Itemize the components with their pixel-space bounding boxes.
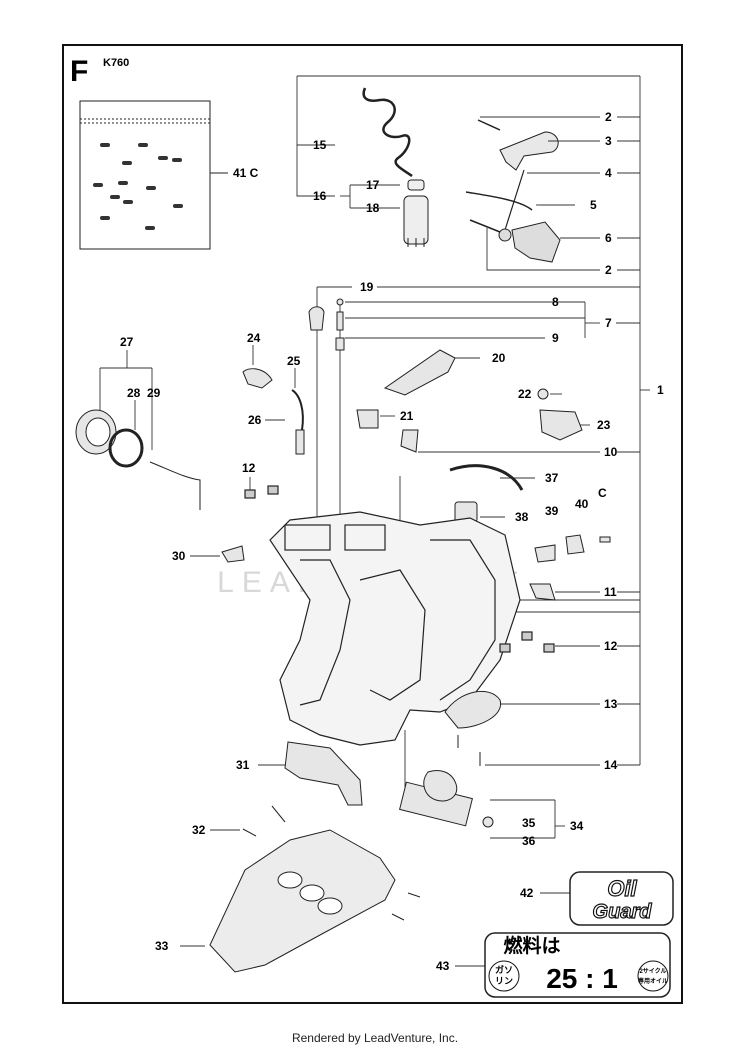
callout-9: 9	[552, 331, 559, 345]
callout-38: 38	[515, 510, 529, 524]
part-1-crankcase	[244, 485, 555, 746]
callout-37: 37	[545, 471, 559, 485]
callout-17: 17	[366, 178, 380, 192]
leader-lines	[99, 75, 650, 967]
part-3-throttle-trigger	[477, 119, 559, 171]
decal-oil-line2: Guard	[593, 901, 653, 923]
callout-12-left: 12	[242, 461, 256, 475]
callout-20: 20	[492, 351, 506, 365]
part-17-18-fuel-filter	[403, 179, 429, 247]
callout-5: 5	[590, 198, 597, 212]
callout-18: 18	[366, 201, 380, 215]
callout-10: 10	[604, 445, 618, 459]
parts-32-33-bottom-guard	[209, 805, 421, 973]
decal-fuel-left1: ガソ	[495, 964, 513, 975]
decal-fuel-left2: リン	[495, 976, 513, 986]
callout-12-right: 12	[604, 639, 618, 653]
decal-fuel-right1: 2サイクル	[639, 967, 666, 975]
callout-27: 27	[120, 335, 134, 349]
parts-34-35-36	[399, 770, 494, 828]
callout-26: 26	[248, 413, 262, 427]
parts-13-14	[444, 691, 502, 766]
decal-fuel-right2: 専用オイル	[638, 977, 668, 985]
callout-2-top: 2	[605, 110, 612, 124]
callout-36: 36	[522, 834, 536, 848]
part-6-throttle-lever	[469, 219, 561, 263]
callout-34: 34	[570, 819, 584, 833]
footer-credit: Rendered by LeadVenture, Inc.	[291, 1031, 459, 1045]
callout-6: 6	[605, 231, 612, 245]
callout-39: 39	[545, 504, 559, 518]
callout-3: 3	[605, 134, 612, 148]
diagram-frame	[62, 44, 683, 1004]
callout-21: 21	[400, 409, 414, 423]
callout-32: 32	[192, 823, 206, 837]
callout-23: 23	[597, 418, 611, 432]
parts-27-28-29-fuel-cap	[75, 409, 201, 510]
part-15-fuel-hose	[362, 87, 413, 178]
callout-42: 42	[520, 886, 534, 900]
part-42-oil-guard-decal: Oil Guard	[569, 871, 674, 926]
part-31-bracket	[284, 741, 363, 806]
callout-22: 22	[518, 387, 532, 401]
callout-31: 31	[236, 758, 250, 772]
callout-25: 25	[287, 354, 301, 368]
callout-43: 43	[436, 959, 450, 973]
parts-21-10-clips	[356, 409, 419, 453]
section-letter: F	[70, 55, 89, 88]
callout-16: 16	[313, 189, 327, 203]
callout-29: 29	[147, 386, 161, 400]
part-43-fuel-ratio-decal: 燃料は ガソ リン 25 : 1 2サイクル 専用オイル	[484, 932, 671, 998]
callout-2-bottom: 2	[605, 263, 612, 277]
parts-24-25-26	[242, 368, 305, 455]
callout-24: 24	[247, 331, 261, 345]
callout-7: 7	[605, 316, 612, 330]
parts-19-8-9	[308, 298, 345, 351]
parts-20-22-23	[383, 349, 583, 441]
callout-41-c: 41 C	[233, 166, 259, 180]
callout-35: 35	[522, 816, 536, 830]
callout-15: 15	[313, 138, 327, 152]
decal-fuel-ratio: 25 : 1	[546, 963, 618, 994]
callout-14: 14	[604, 758, 618, 772]
callout-1: 1	[657, 383, 664, 397]
callout-40: 40	[575, 497, 589, 511]
part-41-screw-bag	[79, 100, 228, 250]
decal-fuel-title: 燃料は	[503, 934, 560, 957]
callout-c: C	[598, 486, 607, 500]
callout-33: 33	[155, 939, 169, 953]
callout-30: 30	[172, 549, 186, 563]
model-label: K760	[103, 57, 130, 69]
callout-8: 8	[552, 295, 559, 309]
callout-19: 19	[360, 280, 374, 294]
part-4-5-springs-rods	[465, 169, 533, 231]
callout-labels: 41 C 15 16 17 18 2 3 4 5 6 2 19 8 7 9 20…	[120, 110, 664, 973]
parts-37-38-39-40	[449, 464, 611, 563]
callout-4: 4	[605, 166, 612, 180]
decal-oil-line1: Oil	[607, 876, 637, 901]
callout-13: 13	[604, 697, 618, 711]
callout-11: 11	[604, 585, 617, 599]
parts-30-11	[221, 545, 556, 601]
callout-28: 28	[127, 386, 141, 400]
